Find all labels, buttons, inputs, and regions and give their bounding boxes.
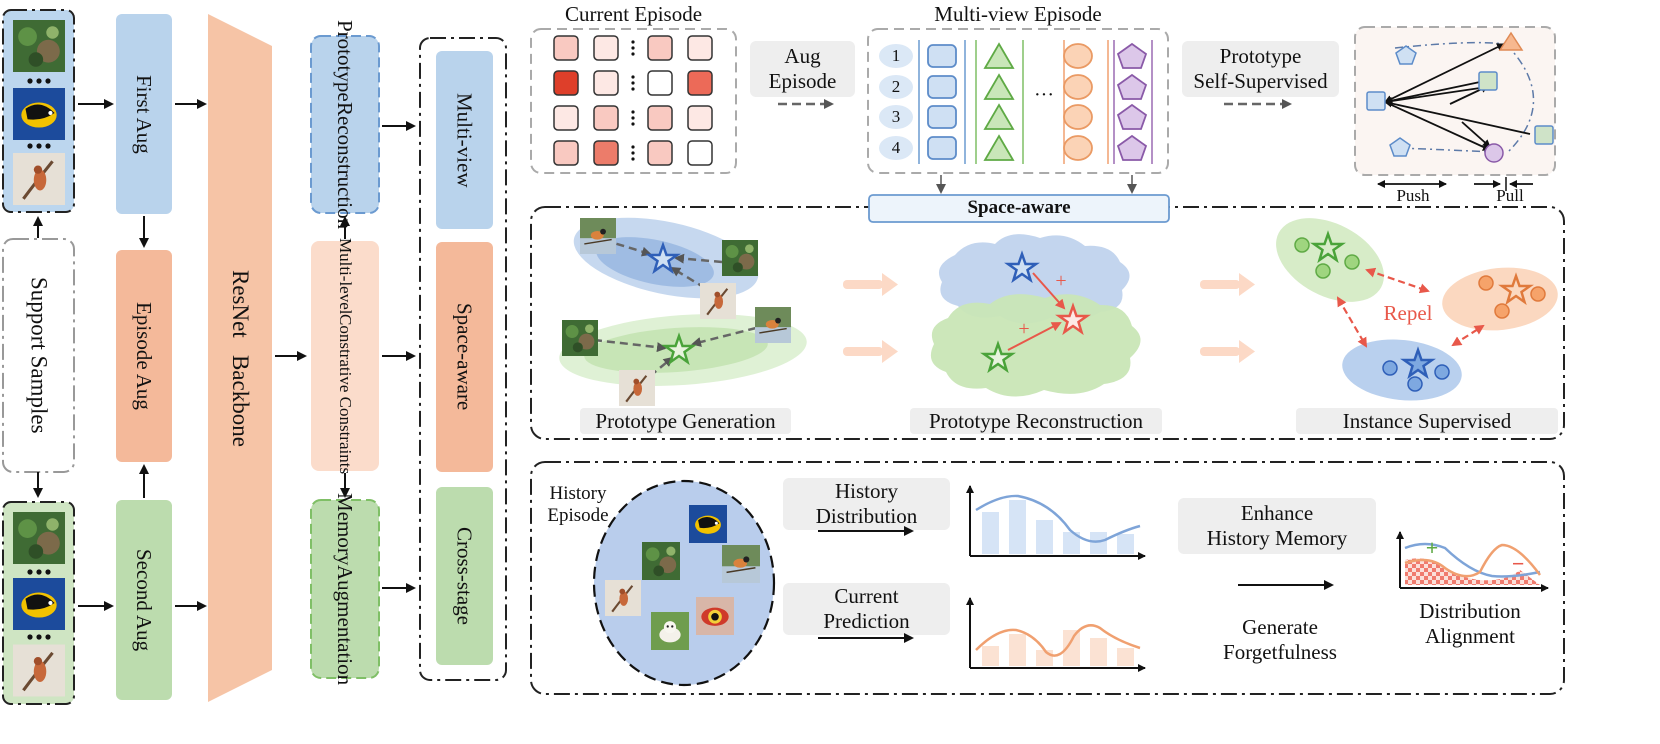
repel-label: Repel	[1383, 300, 1433, 325]
episode-aug-box	[116, 250, 172, 462]
prototype-generation-label: Prototype Generation	[595, 408, 776, 433]
row-number-1: 1	[891, 45, 901, 65]
alignment-minus-sign: −	[1511, 551, 1525, 577]
prototype-reconstruction-label: Prototype Reconstruction	[928, 408, 1144, 433]
pull-label: Pull	[1496, 185, 1524, 205]
support-samples-label: Support Samples	[26, 277, 52, 434]
history-distribution-chart	[966, 485, 1146, 560]
multi-view-output-label: Multi-view	[452, 92, 477, 188]
episode-aug-label: Episode Aug	[132, 302, 157, 410]
first-aug-box	[116, 14, 172, 214]
resnet-backbone-label: ResNet Backbone	[228, 269, 254, 447]
space-aware-panel-title: Space-aware	[967, 197, 1071, 219]
second-aug-box	[116, 500, 172, 700]
multi-view-ellipsis: ···	[1034, 84, 1054, 107]
multi-view-output-box	[436, 51, 493, 229]
row-number-2: 2	[891, 76, 901, 96]
multi-view-episode-title: Multi-view Episode	[934, 1, 1102, 26]
cross-stage-output-label: Cross-stage	[452, 527, 477, 625]
current-prediction-chart	[966, 597, 1146, 672]
space-aware-output-label: Space-aware	[452, 303, 477, 411]
multilevel-constraints-module-box	[311, 241, 379, 471]
instance-supervised-label: Instance Supervised	[1342, 408, 1512, 433]
distribution-alignment-chart	[1396, 531, 1549, 592]
space-aware-output-box	[436, 242, 493, 472]
alignment-plus-sign: +	[1425, 535, 1439, 561]
push-label: Push	[1396, 185, 1430, 205]
row-number-4: 4	[891, 137, 901, 157]
cross-stage-output-box	[436, 487, 493, 665]
resnet-backbone-shape	[208, 14, 272, 702]
memory-augmentation-module-box	[310, 499, 380, 679]
row-number-3: 3	[891, 106, 901, 126]
current-episode-title: Current Episode	[564, 1, 703, 26]
prototype-reconstruction-module-box	[310, 35, 380, 214]
current-episode-frame	[530, 28, 737, 174]
plus-sign-bottom: +	[1018, 318, 1030, 341]
second-aug-label: Second Aug	[132, 548, 157, 652]
plus-sign-top: +	[1055, 270, 1067, 293]
first-aug-label: First Aug	[132, 74, 157, 154]
